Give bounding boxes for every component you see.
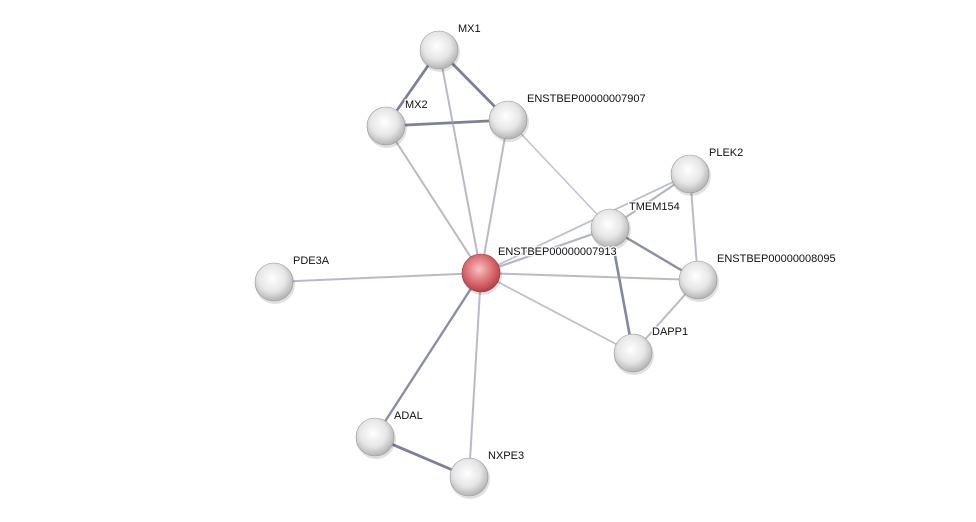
edge-enstbep00000007913-enstbep00000008095[interactable] — [480, 272, 699, 281]
edge-mx2-enstbep00000007913[interactable] — [385, 125, 482, 274]
protein-node-circle[interactable] — [366, 106, 406, 146]
node-label: NXPE3 — [488, 450, 524, 462]
edge-enstbep00000007913-adal[interactable] — [373, 272, 483, 438]
node-label: DAPP1 — [652, 326, 688, 338]
node-label: ENSTBEP00000007907 — [527, 93, 646, 105]
node-mx2[interactable]: MX2 — [366, 98, 429, 148]
node-tmem154[interactable]: TMEM154 — [590, 200, 681, 250]
node-adal[interactable]: ADAL — [355, 409, 424, 459]
node-label: PLEK2 — [709, 147, 743, 159]
node-enstbep00000007907[interactable]: ENSTBEP00000007907 — [488, 92, 647, 142]
protein-node-circle[interactable] — [488, 100, 528, 140]
node-dapp1[interactable]: DAPP1 — [613, 325, 689, 375]
protein-node-circle[interactable] — [670, 154, 710, 194]
node-label: ADAL — [394, 410, 423, 422]
protein-node-circle[interactable] — [355, 417, 395, 457]
node-label: PDE3A — [293, 255, 330, 267]
edge-tmem154-dapp1[interactable] — [608, 227, 635, 354]
node-label: ENSTBEP00000007913 — [498, 246, 617, 258]
node-enstbep00000008095[interactable]: ENSTBEP00000008095 — [678, 252, 837, 302]
query-protein-node-circle[interactable] — [461, 253, 501, 293]
node-label: MX1 — [458, 23, 481, 35]
protein-node-circle[interactable] — [254, 262, 294, 302]
protein-node-circle[interactable] — [419, 30, 459, 70]
node-nxpe3[interactable]: NXPE3 — [449, 449, 525, 499]
edge-enstbep00000007907-enstbep00000007913[interactable] — [480, 119, 509, 274]
edge-mx2-enstbep00000007907[interactable] — [385, 118, 509, 128]
protein-node-circle[interactable] — [613, 333, 653, 373]
edge-enstbep00000007913-dapp1[interactable] — [480, 272, 634, 354]
protein-node-circle[interactable] — [590, 208, 630, 248]
protein-node-circle[interactable] — [678, 260, 718, 300]
edge-enstbep00000007913-nxpe3[interactable] — [468, 272, 482, 478]
node-label: ENSTBEP00000008095 — [717, 253, 836, 265]
edge-enstbep00000007913-pde3a[interactable] — [273, 272, 482, 283]
protein-node-circle[interactable] — [449, 457, 489, 497]
edge-mx1-enstbep00000007913[interactable] — [438, 49, 482, 274]
node-label: TMEM154 — [629, 201, 680, 213]
edge-enstbep00000007907-tmem154[interactable] — [507, 119, 611, 229]
edge-tmem154-enstbep00000007913[interactable] — [480, 226, 611, 275]
edge-plek2-enstbep00000007913[interactable] — [480, 173, 691, 274]
node-pde3a[interactable]: PDE3A — [254, 254, 331, 304]
node-mx1[interactable]: MX1 — [419, 22, 482, 72]
node-enstbep00000007913[interactable]: ENSTBEP00000007913 — [461, 245, 618, 295]
node-label: MX2 — [405, 99, 428, 111]
node-plek2[interactable]: PLEK2 — [670, 146, 745, 196]
